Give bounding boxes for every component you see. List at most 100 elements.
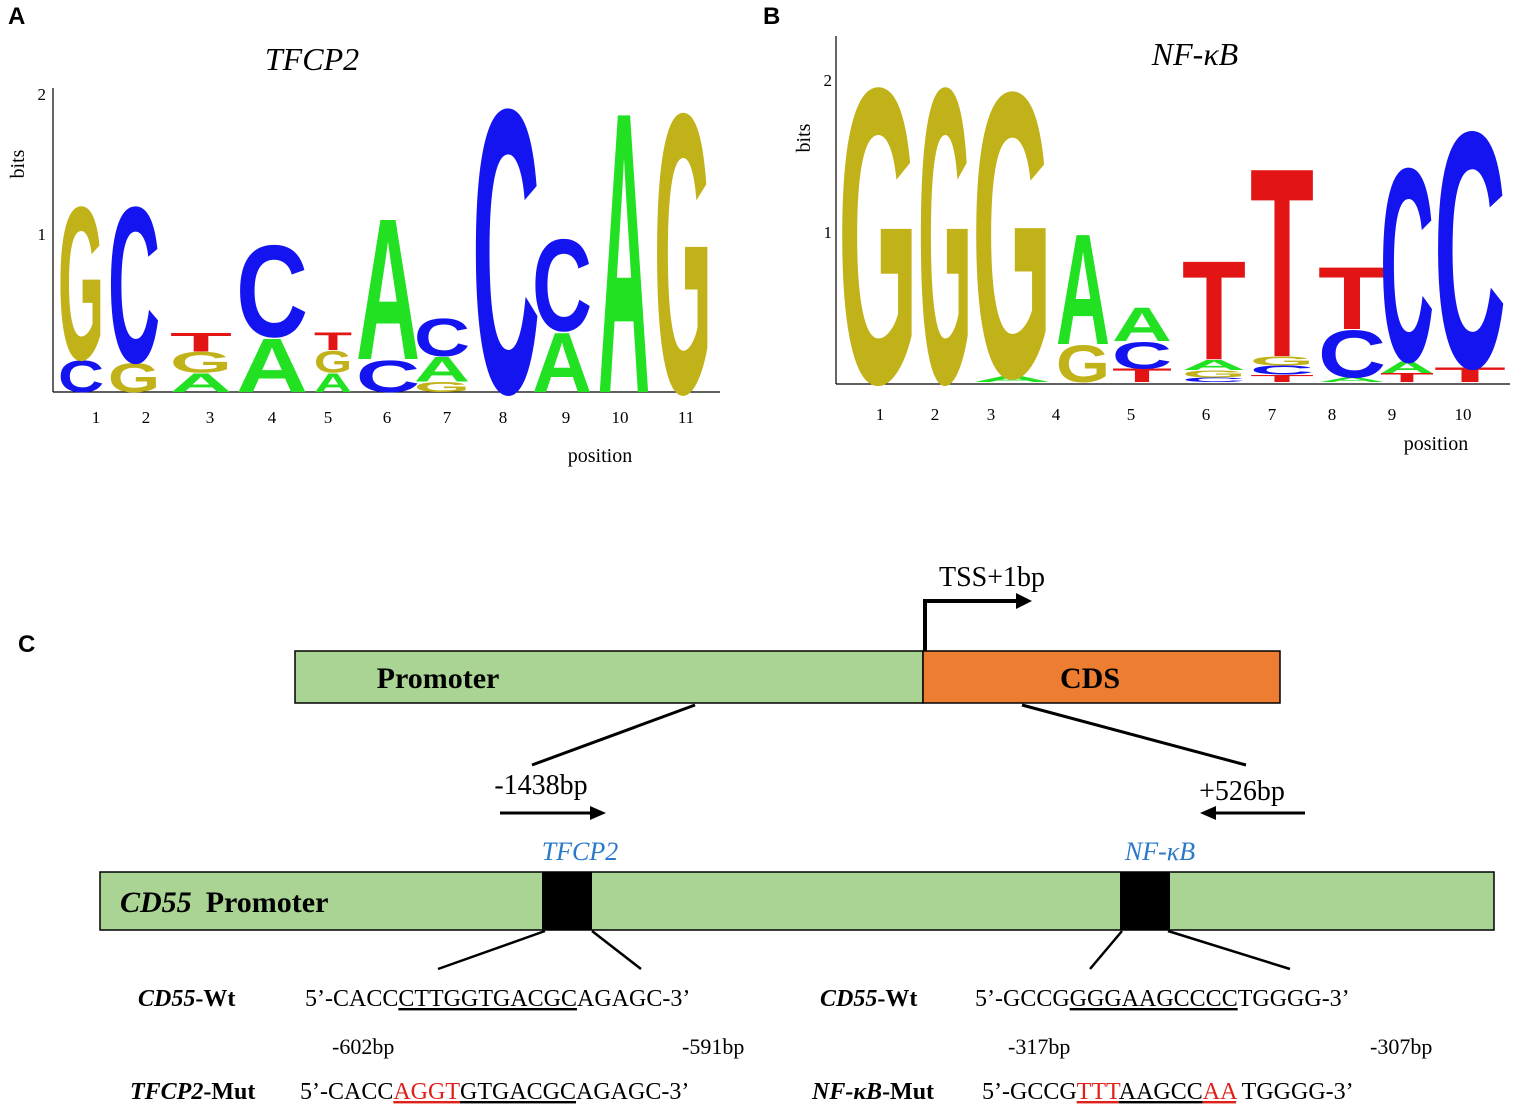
panel-a-title: TFCP2: [265, 41, 359, 77]
nfkb-flare-left: [1089, 930, 1123, 970]
panel-a-xtick-10: 10: [612, 408, 629, 427]
logo-a-pos1-letter-G: G: [58, 161, 104, 405]
right-mut-sequence: 5’-GCCGTTTAAGCCAA TGGGG-3’: [982, 1079, 1354, 1105]
logo-b-pos4-letter-G: G: [1056, 335, 1110, 394]
right-mut-label-italic: NF-κB: [811, 1079, 882, 1105]
promoter-label: Promoter: [377, 662, 500, 695]
panel-a-xtick-5: 5: [324, 408, 333, 427]
panel-a-xtick-6: 6: [383, 408, 392, 427]
logo-b-pos5-letter-C: C: [1112, 334, 1172, 376]
logo-b-pos2-letter-G: G: [918, 1, 972, 473]
cds-box: [922, 650, 1281, 704]
logo-a-pos2-letter-C: C: [108, 161, 160, 410]
panel-b-xtick-5: 5: [1127, 405, 1136, 424]
panel-a-xtick-11: 11: [678, 408, 694, 427]
logo-b-pos7-letter-T: T: [1250, 373, 1314, 385]
left-mut-pre: 5’-CACC: [300, 1079, 393, 1105]
logo-b-pos10-letter-C: C: [1434, 62, 1506, 439]
tfcp2-flare-right: [591, 930, 642, 970]
left-mut-site: GTGACGC: [460, 1079, 576, 1105]
panel-a-xtick-7: 7: [443, 408, 452, 427]
panel-b-xtick-7: 7: [1268, 405, 1277, 424]
logo-a-pos3-letter-G: G: [170, 346, 232, 379]
cd55-italic: CD55: [120, 886, 192, 919]
tfcp2-flare-left: [437, 929, 546, 971]
logo-a-pos6-letter-A: A: [356, 178, 420, 403]
left-mut-label: TFCP2-Mut: [130, 1079, 255, 1105]
nfkb-site-block: [1120, 872, 1170, 930]
panel-a-ylabel: bits: [7, 149, 29, 178]
logo-b-pos9-letter-C: C: [1380, 111, 1434, 420]
panel-b-xtick-3: 3: [987, 405, 996, 424]
panel-b-xtick-10: 10: [1455, 405, 1472, 424]
panel-b-xlabel: position: [1404, 433, 1468, 455]
logo-b-pos1-letter-G: G: [838, 1, 918, 472]
right-mut-label: NF-κB-Mut: [811, 1079, 934, 1105]
left-bp-label: -1438bp: [494, 770, 587, 801]
left-wt-pre: 5’-CACC: [305, 986, 398, 1012]
logo-b-pos6-letter-G: G: [1182, 368, 1246, 380]
logo-b-pos6-letter-C: C: [1182, 376, 1246, 383]
panel-a-ytick-2: 2: [38, 85, 47, 104]
left-mut-post: AGAGC-3’: [576, 1079, 689, 1105]
logo-b-pos9-letter-A: A: [1380, 358, 1434, 377]
logo-b-pos8-letter-T: T: [1318, 249, 1386, 348]
tfcp2-site-block: [542, 872, 592, 930]
right-mut-red2: AA: [1203, 1079, 1238, 1105]
nfkb-flare-right: [1167, 929, 1291, 971]
nfkb-site-label: NF-κB: [1124, 837, 1195, 866]
panel-a-xtick-4: 4: [268, 408, 277, 427]
right-wt-site: GGGAAGCCCC: [1070, 986, 1238, 1012]
tss-label: TSS+1bp: [939, 562, 1045, 593]
logo-a-pos7-letter-A: A: [414, 349, 470, 389]
logo-a-pos8-letter-C: C: [472, 26, 540, 479]
promoter-box: [294, 650, 924, 704]
panel-c-label: C: [18, 631, 35, 658]
right-bp-label: +526bp: [1199, 776, 1285, 807]
cd55-promoter-word: Promoter: [206, 886, 329, 919]
left-pos-start: -602bp: [332, 1034, 394, 1059]
cds-label: CDS: [1060, 662, 1120, 695]
logo-b-pos6-letter-A: A: [1182, 357, 1246, 374]
tss-arrow-line: [923, 599, 1018, 651]
panel-b-xtick-2: 2: [931, 405, 940, 424]
panel-b-xtick-9: 9: [1388, 405, 1397, 424]
panel-c: C TSS+1bp Promoter CDS -1438bp +526bp TF…: [18, 562, 1495, 1105]
right-mut-red1: TTT: [1077, 1079, 1121, 1105]
panel-a-xtick-9: 9: [562, 408, 571, 427]
left-wt-sequence: 5’-CACCCTTGGTGACGCAGAGC-3’: [305, 986, 690, 1012]
right-wt-label-italic: CD55: [820, 986, 877, 1012]
logo-a-pos5-letter-A: A: [314, 367, 352, 397]
panel-b-title: NF-κB: [1151, 36, 1238, 72]
panel-a-ytick-1: 1: [38, 225, 47, 244]
panel-b-label: B: [763, 3, 780, 30]
logo-b-pos8-letter-A: A: [1318, 376, 1386, 383]
left-wt-post: AGAGC-3’: [577, 986, 690, 1012]
reverse-primer-arrowhead: [1200, 806, 1216, 820]
logo-a-pos7-letter-C: C: [414, 307, 470, 368]
panel-a-xtick-1: 1: [92, 408, 101, 427]
logo-a-pos10-letter-A: A: [598, 30, 650, 478]
panel-a-label: A: [8, 3, 25, 30]
panel-b-xtick-1: 1: [876, 405, 885, 424]
logo-a-pos11-letter-G: G: [654, 31, 712, 477]
right-pos-start: -317bp: [1008, 1034, 1070, 1059]
cd55-promoter-label: CD55 Promoter: [120, 886, 328, 919]
panel-b-xtick-6: 6: [1202, 405, 1211, 424]
logo-b-pos3-letter-A: A: [972, 374, 1052, 383]
left-mut-sequence: 5’-CACCAGGTGTGACGCAGAGC-3’: [300, 1079, 689, 1105]
left-mut-red: AGGT: [393, 1079, 460, 1105]
logo-b-pos10-letter-T: T: [1434, 363, 1506, 387]
zoom-line-left: [531, 703, 696, 767]
logo-a-pos7-letter-G: G: [414, 379, 470, 395]
logo-b-pos7-letter-C: C: [1250, 363, 1314, 377]
logo-b-pos6-letter-T: T: [1182, 232, 1246, 390]
panel-a-xlabel: position: [568, 445, 632, 467]
